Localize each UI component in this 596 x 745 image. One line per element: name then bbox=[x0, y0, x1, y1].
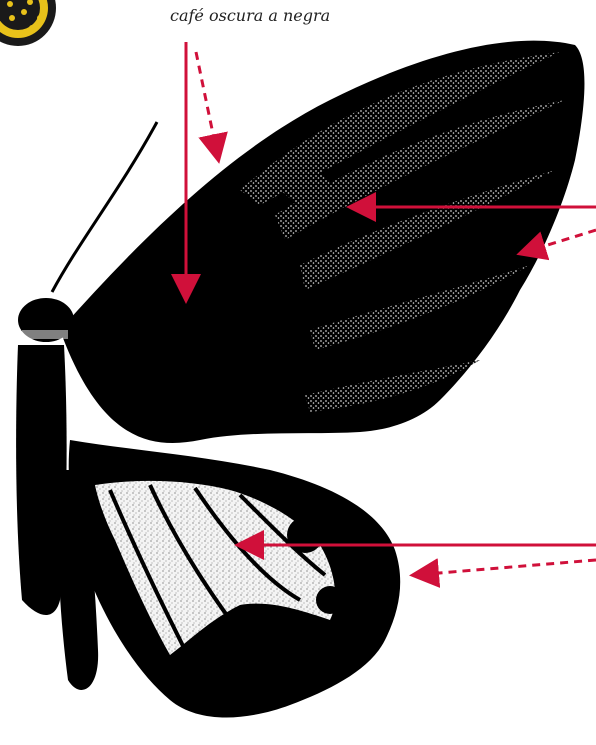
forewing bbox=[60, 41, 584, 443]
wing-color-caption: café oscura a negra bbox=[170, 6, 390, 25]
pointer-dashed-caption bbox=[196, 52, 218, 158]
pointer-dashed-hindwing bbox=[415, 560, 596, 575]
seed-head-decoration bbox=[0, 0, 56, 46]
